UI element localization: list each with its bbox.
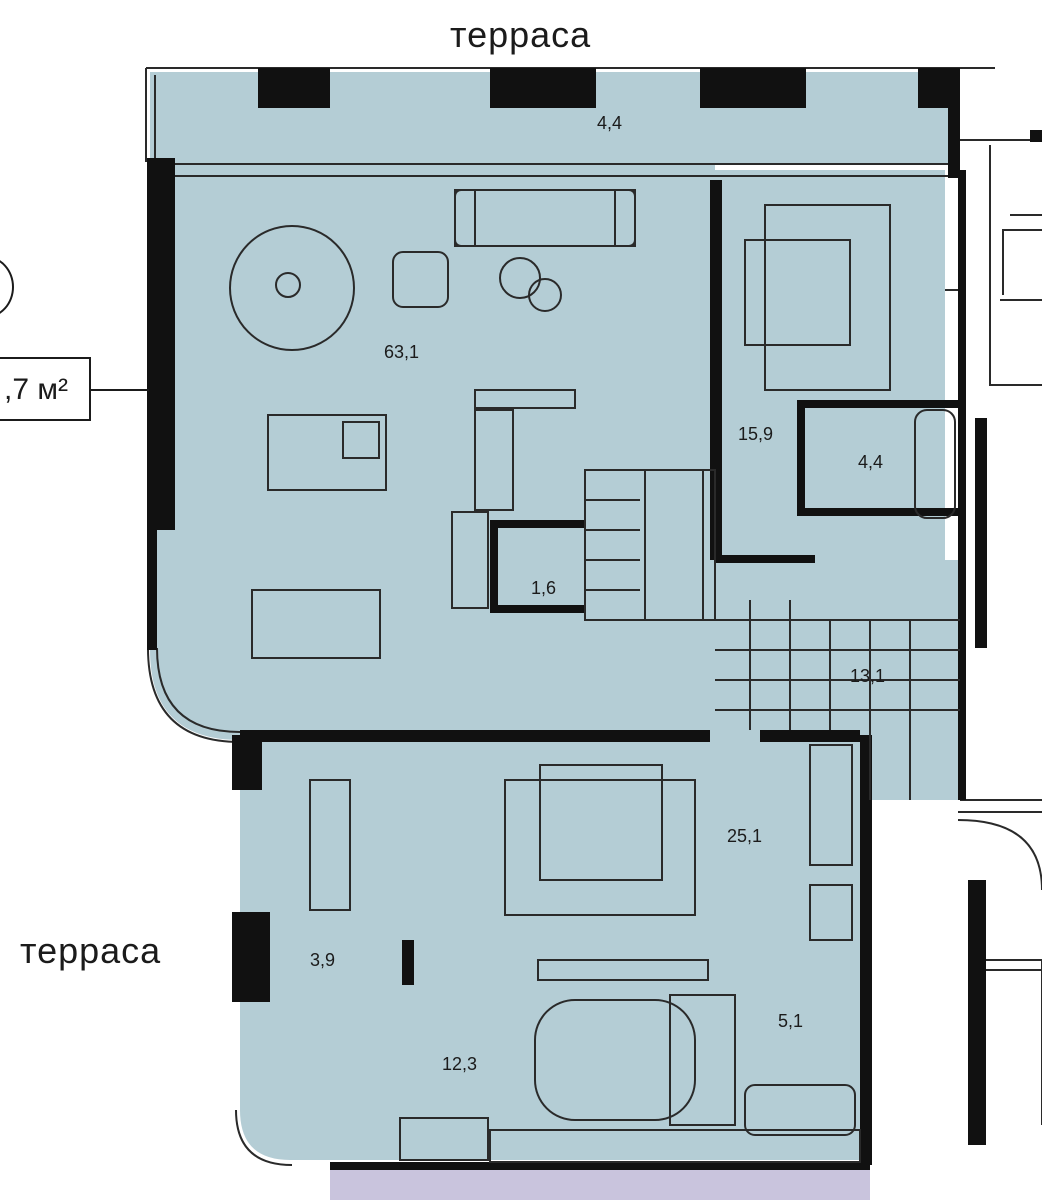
wall-div: [402, 940, 414, 985]
kitchen-counter: [474, 389, 576, 409]
wall-mid-bedroom: [710, 180, 722, 560]
study-rug: [534, 999, 696, 1121]
wall-wc-1: [490, 520, 498, 610]
wall-h-2: [797, 508, 960, 516]
area-study: 12,3: [442, 1054, 478, 1074]
round-rug: [229, 225, 355, 351]
wall-right-master: [860, 735, 872, 1165]
wall-r-build-3: [1030, 130, 1042, 142]
bathtub-master: [744, 1084, 856, 1136]
sofa-study: [669, 994, 736, 1126]
wall-wc-2: [490, 520, 585, 528]
bed-small: [764, 204, 891, 391]
bed-master: [504, 779, 696, 916]
area-top-terrace: 4,4: [597, 113, 623, 133]
wall-neighbor: [330, 1162, 870, 1170]
hall-tiles: [715, 600, 960, 800]
wall-wc-3: [490, 605, 585, 613]
area-living: 63,1: [384, 342, 420, 362]
area-bath-master: 5,1: [778, 1011, 804, 1031]
wall-left-terrace-2: [232, 912, 270, 1002]
wall-r-build: [975, 418, 987, 648]
total-area-value: ,7 м²: [4, 373, 68, 406]
wall-h-1: [715, 555, 815, 563]
area-hall: 13,1: [850, 666, 886, 686]
terrace-table: [309, 779, 351, 911]
bedroom-small-fill: [715, 170, 945, 560]
wall-top-3: [700, 68, 806, 108]
master-bedroom-fill: [392, 740, 860, 1160]
wall-mid-horiz: [240, 730, 710, 742]
furniture: [229, 189, 960, 1163]
wall-top-4: [918, 68, 948, 108]
room-fills: [150, 72, 960, 1200]
armchair: [392, 251, 449, 308]
kitchen-island: [267, 414, 387, 491]
left-terrace-fill: [240, 740, 392, 1160]
wall-mid-horiz-2: [760, 730, 860, 742]
area-master-bedroom: 25,1: [727, 826, 763, 846]
wall-left-terrace: [232, 735, 262, 790]
wall-right-top: [948, 68, 960, 178]
walls: [147, 68, 1042, 1170]
wall-left-main: [147, 158, 175, 530]
wall-right-bath: [958, 170, 966, 800]
area-left-terrace: 3,9: [310, 950, 336, 970]
total-area-box: ,7 м²: [0, 357, 91, 421]
total-area-leader: [91, 389, 149, 391]
area-bath-small: 4,4: [858, 452, 884, 472]
wall-top-2: [490, 68, 596, 108]
area-bedroom-small: 15,9: [738, 424, 774, 444]
study-desk: [399, 1117, 489, 1161]
wall-left-bottom: [147, 530, 157, 650]
wall-v-bath: [797, 405, 805, 515]
terrace-label-top: терраса: [450, 14, 592, 55]
wall-r-build-2: [968, 880, 986, 1145]
wall-top-1: [258, 68, 330, 108]
dining-table: [251, 589, 381, 659]
terrace-label-left: терраса: [20, 930, 162, 971]
bathtub-small: [914, 409, 956, 519]
area-wc: 1,6: [531, 578, 557, 598]
wall-h-bath: [797, 400, 960, 408]
coffee-table: [499, 257, 541, 299]
tv-unit: [537, 959, 709, 981]
living-room-fill: [150, 164, 960, 800]
cooktop: [342, 421, 380, 459]
